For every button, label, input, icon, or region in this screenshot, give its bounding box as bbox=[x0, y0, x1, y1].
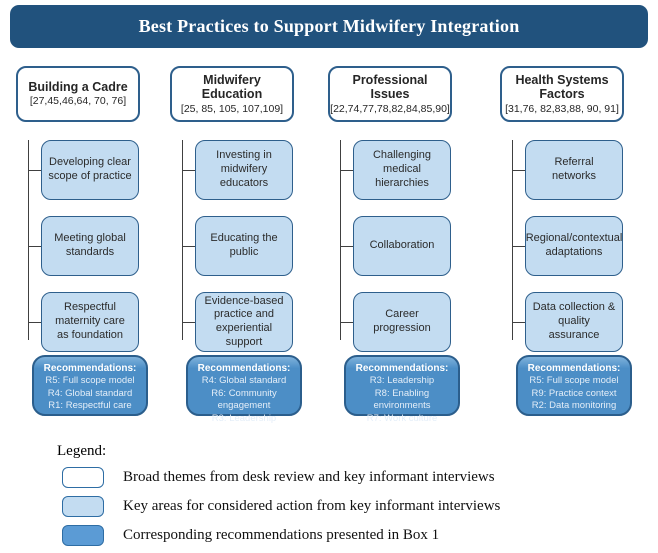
column-title: Building a Cadre bbox=[28, 80, 128, 95]
theme-header-box: Midwifery Education [25, 85, 105, 107,10… bbox=[170, 66, 294, 122]
column-title: Professional Issues bbox=[352, 72, 428, 102]
legend-row: Broad themes from desk review and key in… bbox=[57, 466, 500, 488]
connector-stub bbox=[182, 170, 195, 171]
recommendation-item: R6: Community engagement bbox=[211, 387, 277, 412]
key-area-box: Challenging medical hierarchies bbox=[340, 140, 451, 200]
legend-item-label: Corresponding recommendations presented … bbox=[123, 526, 440, 543]
column-health-systems-factors: Health Systems Factors [31,76, 82,83,88,… bbox=[500, 66, 648, 416]
recommendation-item: R5: Full scope model bbox=[45, 375, 135, 387]
legend-row: Corresponding recommendations presented … bbox=[57, 524, 500, 546]
recommendation-item: R8: Enabling environments bbox=[373, 387, 431, 412]
column-midwifery-education: Midwifery Education [25, 85, 105, 107,10… bbox=[170, 66, 318, 424]
recommendations-heading: Recommendations: bbox=[527, 363, 621, 374]
key-area-box: Evidence-based practice and experiential… bbox=[182, 292, 293, 352]
key-area-label: Referral networks bbox=[551, 156, 597, 182]
connector-stub bbox=[512, 322, 525, 323]
connector-stub bbox=[182, 322, 195, 323]
connector-vertical-line bbox=[28, 140, 29, 340]
connector-stub bbox=[340, 322, 353, 323]
key-area-box: Developing clear scope of practice bbox=[28, 140, 139, 200]
key-area-label: Data collection & quality assurance bbox=[532, 301, 616, 341]
recommendations-box: Recommendations: R3: Leadership R8: Enab… bbox=[344, 355, 460, 424]
recommendations-heading: Recommendations: bbox=[197, 363, 291, 374]
recommendation-item: R2: Data monitoring bbox=[531, 400, 617, 412]
column-professional-issues: Professional Issues [22,74,77,78,82,84,8… bbox=[328, 66, 476, 424]
recommendations-box: Recommendations: R5: Full scope model R4… bbox=[32, 355, 148, 416]
key-area-label: Respectful maternity care as foundation bbox=[55, 301, 125, 341]
key-area-box: Referral networks bbox=[512, 140, 623, 200]
key-area-label: Investing in midwifery educators bbox=[216, 149, 272, 189]
key-area-label: Meeting global standards bbox=[54, 232, 126, 258]
key-area-box: Collaboration bbox=[340, 216, 451, 276]
recommendations-heading: Recommendations: bbox=[43, 363, 137, 374]
theme-header-box: Professional Issues [22,74,77,78,82,84,8… bbox=[328, 66, 452, 122]
connector-stub bbox=[28, 322, 41, 323]
key-area-label: Evidence-based practice and experiential… bbox=[204, 294, 284, 348]
recommendation-item: R3: Leadership bbox=[211, 412, 277, 424]
connector-vertical-line bbox=[182, 140, 183, 340]
key-area-box: Meeting global standards bbox=[28, 216, 139, 276]
key-area-box: Data collection & quality assurance bbox=[512, 292, 623, 352]
key-area-box: Regional/contextual adaptations bbox=[512, 216, 623, 276]
key-area-box: Respectful maternity care as foundation bbox=[28, 292, 139, 352]
legend-swatch-key-areas bbox=[62, 495, 104, 517]
legend-row: Key areas for considered action from key… bbox=[57, 495, 500, 517]
legend-swatch-recommendations bbox=[62, 524, 104, 546]
connector-vertical-line bbox=[512, 140, 513, 340]
diagram-title: Best Practices to Support Midwifery Inte… bbox=[10, 5, 648, 48]
column-citations: [22,74,77,78,82,84,85,90] bbox=[330, 102, 450, 115]
column-tree: Developing clear scope of practice Meeti… bbox=[16, 140, 164, 352]
legend-item-label: Key areas for considered action from key… bbox=[123, 497, 501, 514]
diagram-title-text: Best Practices to Support Midwifery Inte… bbox=[138, 16, 520, 36]
key-area-label: Career progression bbox=[373, 308, 431, 334]
key-area-label: Educating the public bbox=[210, 232, 278, 258]
recommendation-item: R4: Global standard bbox=[201, 375, 287, 387]
connector-stub bbox=[340, 170, 353, 171]
connector-stub bbox=[28, 246, 41, 247]
column-citations: [25, 85, 105, 107,109] bbox=[180, 102, 284, 115]
column-citations: [27,45,46,64, 70, 76] bbox=[29, 95, 127, 108]
recommendation-item: R1: Respectful care bbox=[48, 400, 132, 412]
key-area-label: Challenging medical hierarchies bbox=[372, 149, 432, 189]
connector-vertical-line bbox=[340, 140, 341, 340]
recommendations-heading: Recommendations: bbox=[355, 363, 449, 374]
column-tree: Investing in midwifery educators Educati… bbox=[170, 140, 318, 352]
column-title: Midwifery Education bbox=[201, 72, 263, 102]
recommendations-box: Recommendations: R5: Full scope model R9… bbox=[516, 355, 632, 416]
key-area-box: Career progression bbox=[340, 292, 451, 352]
legend: Legend: Broad themes from desk review an… bbox=[57, 443, 500, 553]
recommendation-item: R5: Full scope model bbox=[529, 375, 619, 387]
column-citations: [31,76, 82,83,88, 90, 91] bbox=[505, 102, 619, 115]
theme-header-box: Building a Cadre [27,45,46,64, 70, 76] bbox=[16, 66, 140, 122]
column-building-a-cadre: Building a Cadre [27,45,46,64, 70, 76] D… bbox=[16, 66, 164, 416]
legend-label: Legend: bbox=[57, 443, 107, 459]
legend-swatch-broad-themes bbox=[62, 466, 104, 488]
theme-header-box: Health Systems Factors [31,76, 82,83,88,… bbox=[500, 66, 624, 122]
key-area-label: Developing clear scope of practice bbox=[48, 156, 132, 182]
connector-stub bbox=[340, 246, 353, 247]
connector-stub bbox=[182, 246, 195, 247]
connector-stub bbox=[28, 170, 41, 171]
key-area-label: Collaboration bbox=[369, 239, 435, 252]
recommendation-item: R9: Practice context bbox=[531, 387, 617, 399]
column-tree: Referral networks Regional/contextual ad… bbox=[500, 140, 648, 352]
column-tree: Challenging medical hierarchies Collabor… bbox=[328, 140, 476, 352]
recommendation-item: R7: Work culture bbox=[366, 412, 438, 424]
column-title: Health Systems Factors bbox=[515, 72, 609, 102]
connector-stub bbox=[512, 170, 525, 171]
key-area-label: Regional/contextual adaptations bbox=[525, 232, 623, 258]
legend-rows: Broad themes from desk review and key in… bbox=[57, 466, 500, 546]
key-area-box: Investing in midwifery educators bbox=[182, 140, 293, 200]
recommendation-item: R4: Global standard bbox=[47, 387, 133, 399]
recommendations-box: Recommendations: R4: Global standard R6:… bbox=[186, 355, 302, 424]
recommendation-item: R3: Leadership bbox=[369, 375, 435, 387]
legend-item-label: Broad themes from desk review and key in… bbox=[123, 468, 495, 485]
key-area-box: Educating the public bbox=[182, 216, 293, 276]
connector-stub bbox=[512, 246, 525, 247]
